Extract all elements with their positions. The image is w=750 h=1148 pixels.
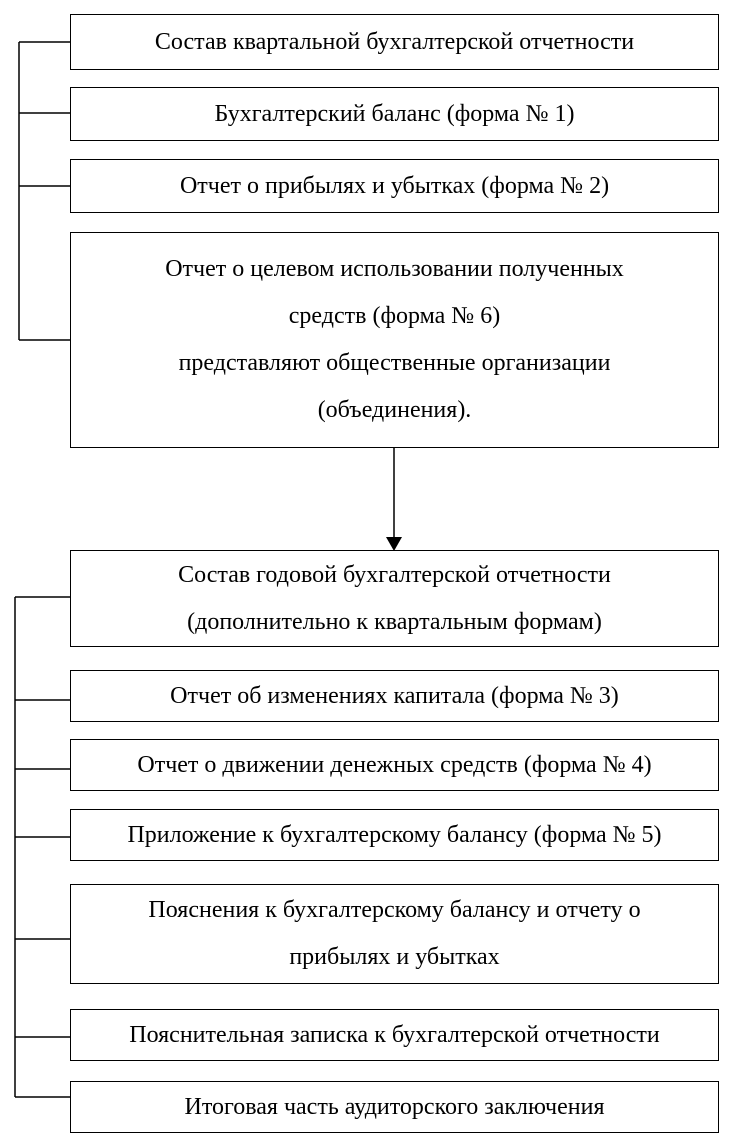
explanations-box: Пояснения к бухгалтерскому балансу и отч…: [70, 884, 719, 984]
annual-title-line1: Состав годовой бухгалтерской отчетности: [178, 561, 611, 588]
form5-label: Приложение к бухгалтерскому балансу (фор…: [127, 822, 662, 848]
form6-line2: средств (форма № 6): [288, 303, 501, 329]
audit-label: Итоговая часть аудиторского заключения: [184, 1094, 605, 1120]
form3-box: Отчет об изменениях капитала (форма № 3): [70, 670, 719, 722]
explanations-line2: прибылях и убытках: [289, 944, 500, 970]
note-label: Пояснительная записка к бухгалтерской от…: [129, 1022, 660, 1048]
explanations-line1: Пояснения к бухгалтерскому балансу и отч…: [148, 897, 641, 923]
form4-box: Отчет о движении денежных средств (форма…: [70, 739, 719, 791]
form1-label: Бухгалтерский баланс (форма № 1): [214, 101, 575, 127]
form6-line3: представляют общественные организации: [178, 350, 611, 376]
form3-label: Отчет об изменениях капитала (форма № 3): [170, 683, 619, 709]
form2-box: Отчет о прибылях и убытках (форма № 2): [70, 159, 719, 213]
annual-title-line2: (дополнительно к квартальным формам): [187, 608, 602, 635]
note-box: Пояснительная записка к бухгалтерской от…: [70, 1009, 719, 1061]
form1-box: Бухгалтерский баланс (форма № 1): [70, 87, 719, 141]
annual-title-box: Состав годовой бухгалтерской отчетности …: [70, 550, 719, 647]
form6-line1: Отчет о целевом использовании полученных: [165, 256, 624, 282]
form6-box: Отчет о целевом использовании полученных…: [70, 232, 719, 448]
form5-box: Приложение к бухгалтерскому балансу (фор…: [70, 809, 719, 861]
quarterly-title: Состав квартальной бухгалтерской отчетно…: [154, 29, 635, 55]
form2-label: Отчет о прибылях и убытках (форма № 2): [179, 173, 610, 199]
form4-label: Отчет о движении денежных средств (форма…: [137, 752, 652, 778]
arrow-head: [386, 537, 402, 551]
audit-box: Итоговая часть аудиторского заключения: [70, 1081, 719, 1133]
quarterly-title-box: Состав квартальной бухгалтерской отчетно…: [70, 14, 719, 70]
form6-line4: (объединения).: [317, 397, 472, 423]
